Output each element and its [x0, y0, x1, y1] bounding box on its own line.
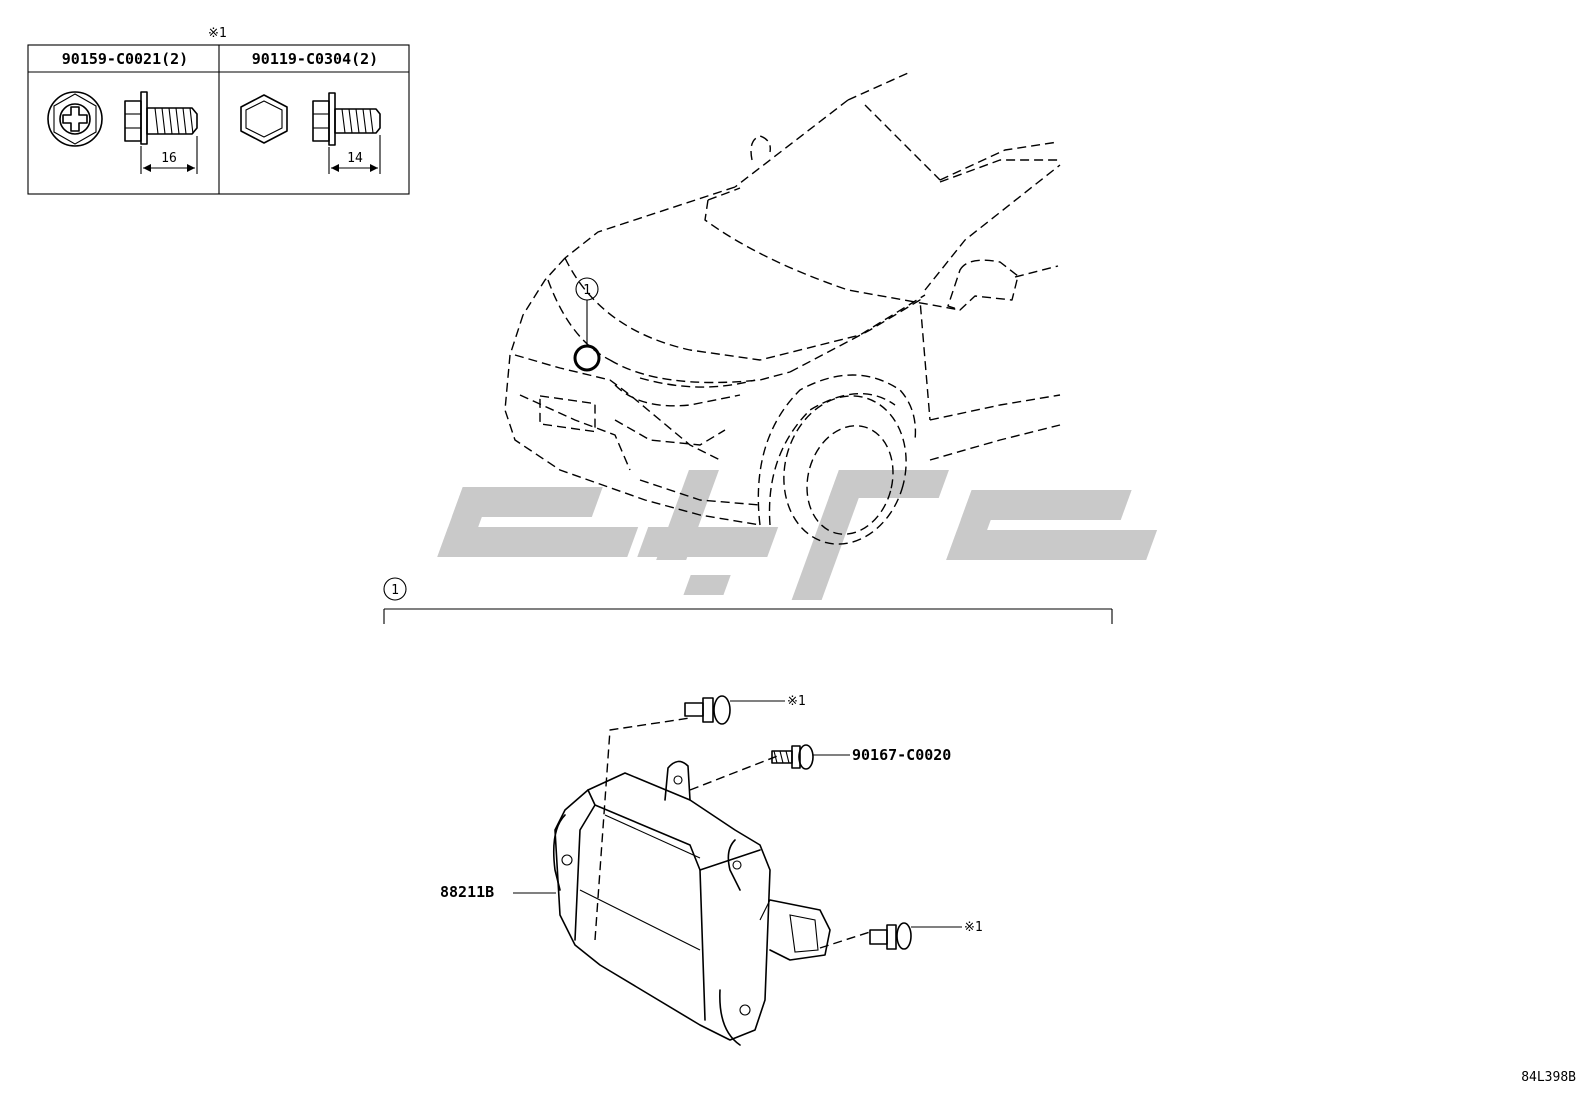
radar-sensor-unit [552, 717, 871, 1046]
watermark-logo [437, 470, 1158, 600]
assembly-callout-number: 1 [391, 583, 399, 598]
bolt-right-mark: ※1 [964, 920, 983, 935]
length-dimension-1: 16 [140, 136, 198, 174]
sensor-part-number: 88211B [440, 883, 494, 901]
vehicle-outline [504, 72, 1061, 545]
sensor-location-marker [573, 344, 601, 372]
flange-bolt-right: ※1 [869, 920, 983, 950]
phillips-head-icon [47, 91, 103, 147]
hex-head-icon [240, 94, 288, 144]
length-value-1: 16 [161, 151, 177, 166]
table-reference-mark: ※1 [208, 26, 227, 41]
vehicle-callout: 1 [573, 277, 601, 372]
flange-bolt-top: ※1 [684, 694, 806, 725]
fastener-table: ※1 90159-C0021(2) 90119-C0304(2) 16 [27, 26, 410, 195]
hex-bolt-side-icon [312, 92, 381, 146]
bolt-upper-part-number: 90167-C0020 [852, 746, 951, 764]
sensor-label: 88211B [440, 883, 556, 901]
fastener-part-number-1: 90159-C0021(2) [62, 50, 188, 68]
diagram-code: 84L398B [1521, 1070, 1576, 1085]
length-value-2: 14 [347, 151, 363, 166]
vehicle-callout-number: 1 [583, 283, 591, 298]
fastener-part-number-2: 90119-C0304(2) [252, 50, 378, 68]
flange-bolt-side-icon [124, 91, 198, 145]
assembly-bracket: 1 [383, 577, 1113, 624]
bolt-top-mark: ※1 [787, 694, 806, 709]
length-dimension-2: 14 [328, 135, 381, 174]
bolt-upper: 90167-C0020 [771, 744, 951, 770]
